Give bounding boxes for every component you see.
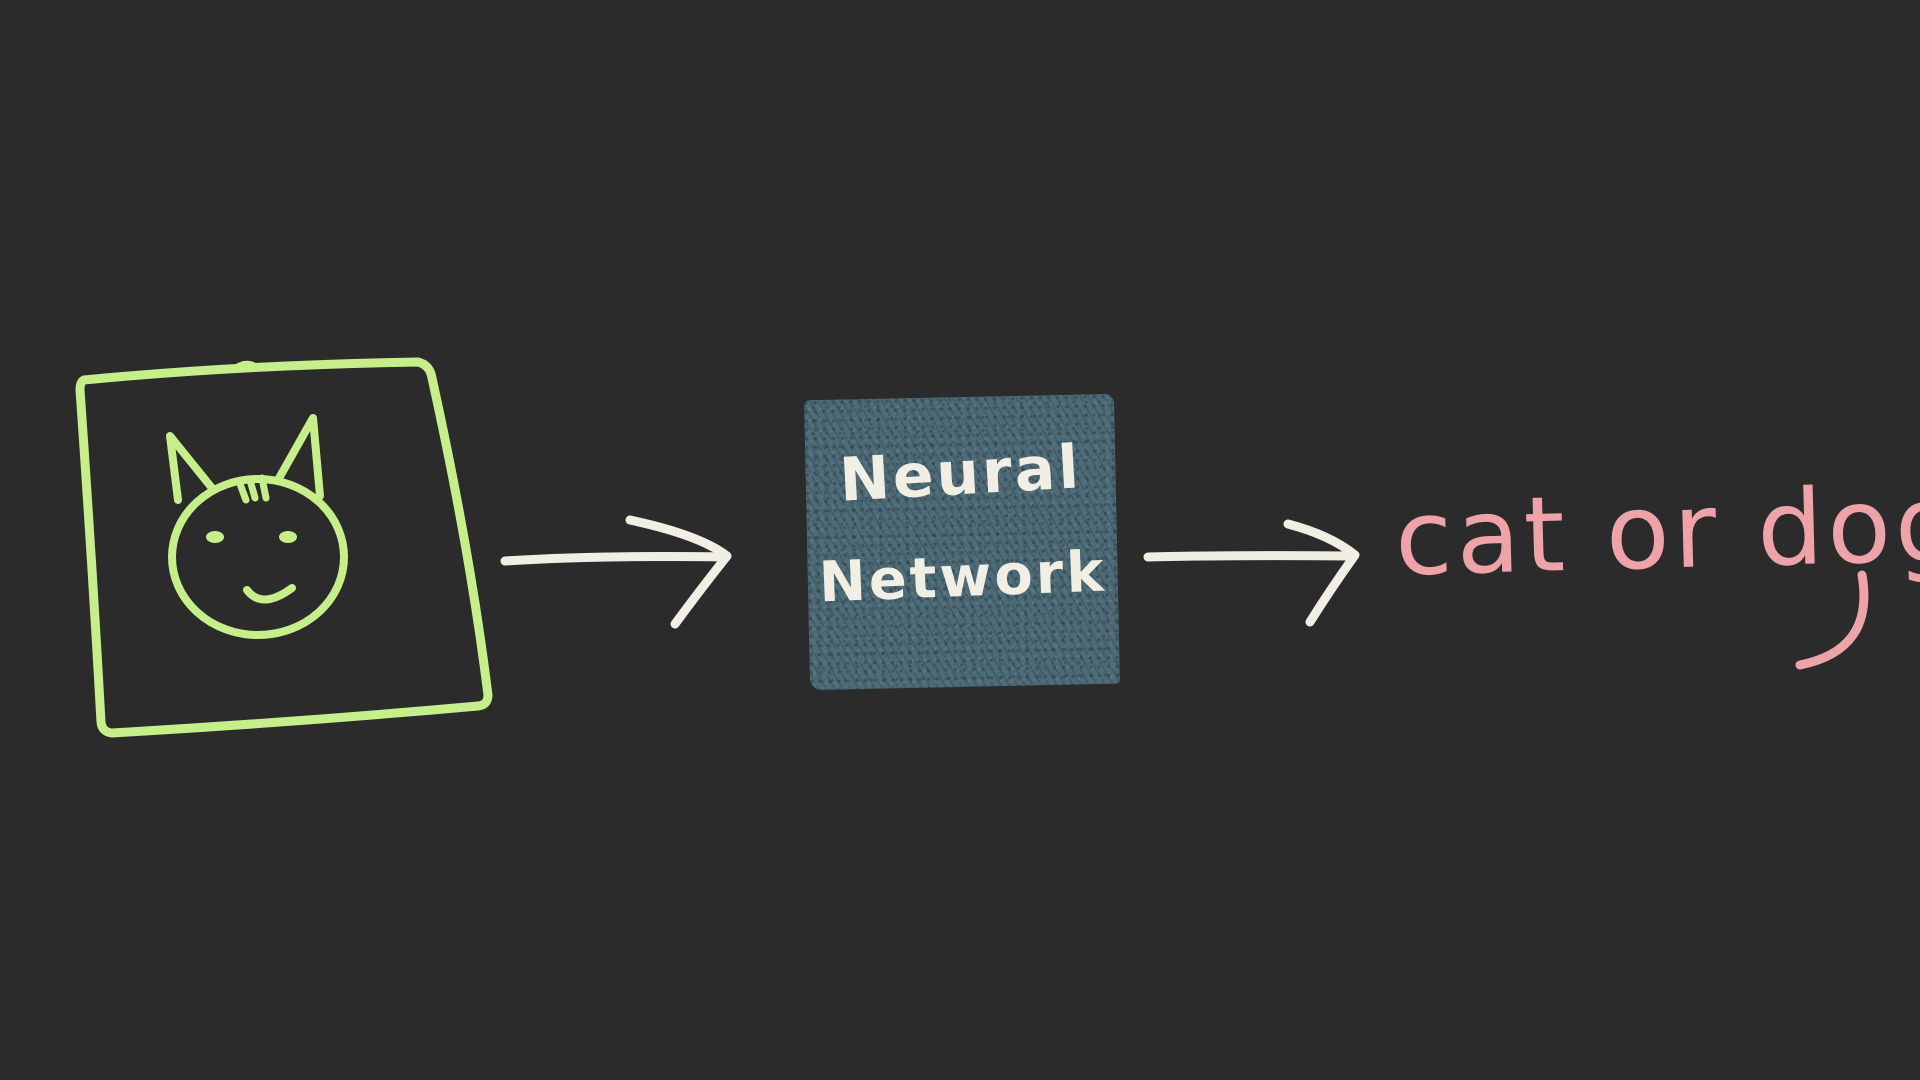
output-label: cat or dog xyxy=(1393,462,1920,600)
neural-network-box: Neural Network xyxy=(803,393,1121,691)
arrow-model-to-output xyxy=(1143,519,1360,627)
neural-network-label-line2: Network xyxy=(817,539,1108,616)
arrow-input-to-model xyxy=(500,515,732,629)
output-underline-stroke xyxy=(1795,570,1869,670)
cat-face-icon xyxy=(166,414,348,639)
input-image-frame xyxy=(75,357,493,738)
neural-network-label-line1: Neural xyxy=(837,432,1084,516)
